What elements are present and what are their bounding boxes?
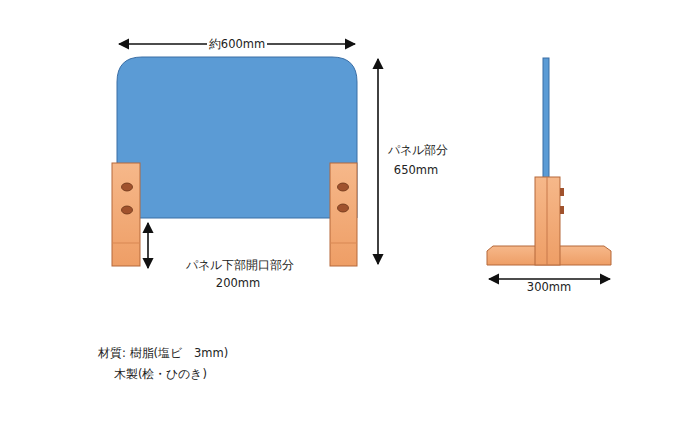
bolt-head	[560, 206, 564, 214]
dimension-label: 200mm	[214, 276, 262, 290]
panel-side	[543, 58, 549, 182]
upright-seam	[547, 177, 548, 265]
wooden-leg	[330, 163, 357, 266]
wooden-upright	[535, 177, 560, 265]
leg-edge	[330, 243, 357, 244]
dimension-line	[377, 59, 379, 264]
material-note: 材質: 樹脂(塩ビ 3mm)	[96, 346, 230, 360]
dimension-label: 300mm	[525, 280, 573, 294]
material-note: 木製(桧・ひのき)	[112, 367, 209, 381]
dimension-line	[147, 223, 149, 268]
bolt-head	[560, 188, 564, 196]
acrylic-panel	[117, 57, 357, 218]
bolts	[122, 183, 349, 214]
leg-edge	[112, 243, 140, 244]
dimension-label: 650mm	[392, 163, 440, 177]
wooden-leg	[112, 163, 140, 266]
part-label: パネル部分	[386, 143, 450, 157]
dimension-label: 約600mm	[207, 37, 267, 51]
part-label: パネル下部開口部分	[184, 258, 296, 272]
